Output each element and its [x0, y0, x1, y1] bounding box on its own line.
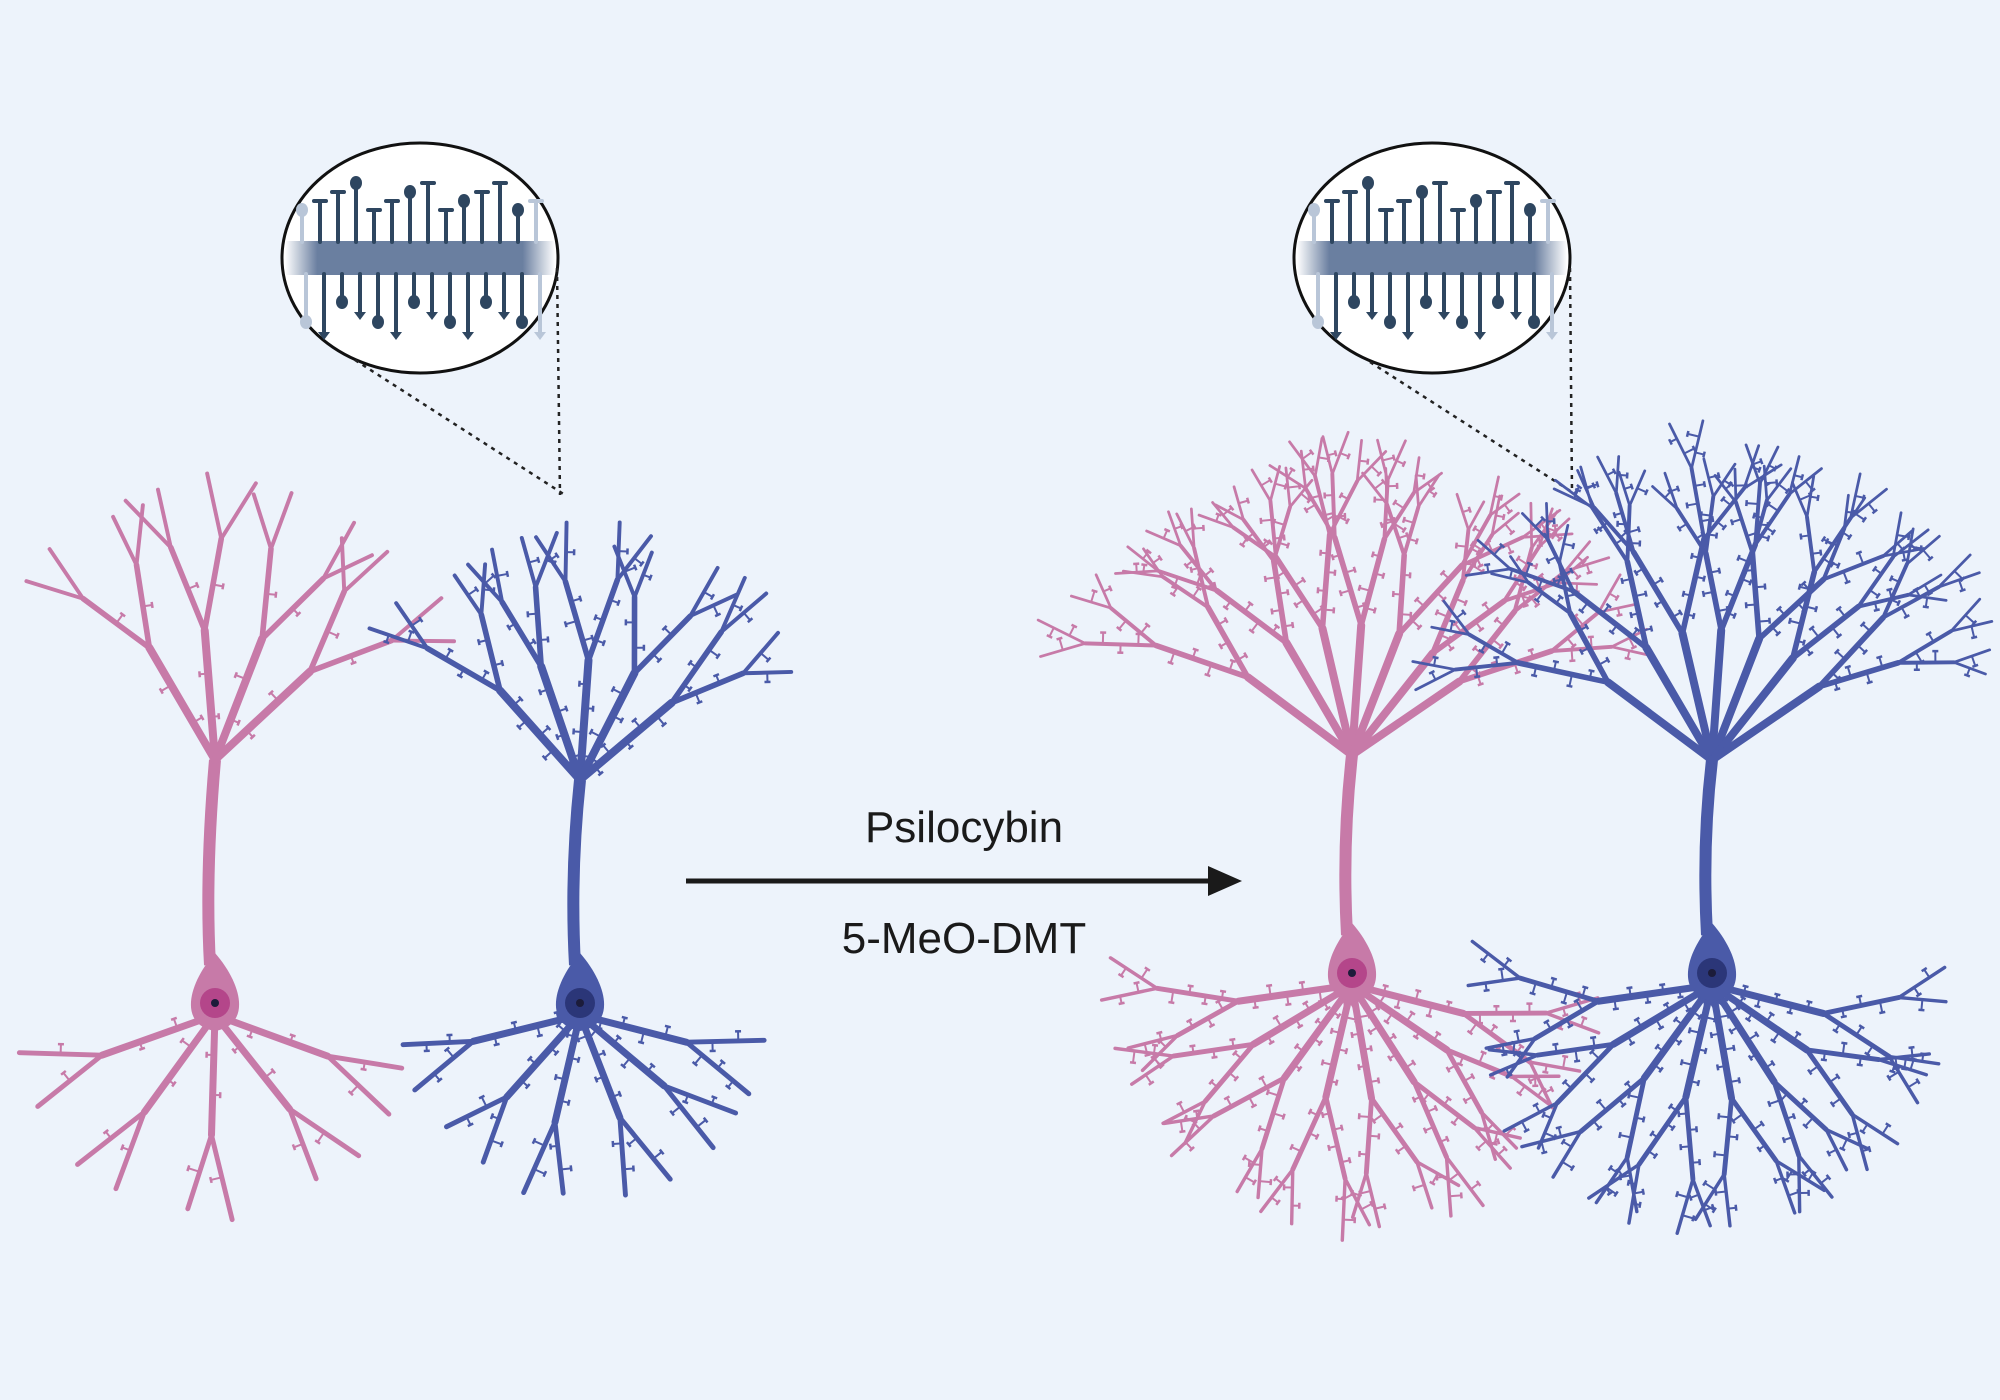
treatment-arrow [686, 866, 1242, 896]
pink-neuron-before [16, 471, 457, 1360]
spine-inset-left [280, 141, 566, 497]
dendrite-spines [1297, 176, 1567, 340]
spine-inset-right [1292, 141, 1574, 494]
dendrite-spines [285, 176, 555, 340]
treatment-label-psilocybin: Psilocybin [865, 803, 1063, 852]
pink-neuron-after [1036, 430, 1649, 1330]
zoom-line [1369, 360, 1573, 494]
zoom-line [354, 358, 566, 497]
zoom-line [1568, 267, 1574, 493]
blue-neuron-after [1411, 419, 1994, 1330]
treatment-label-5-meo-dmt: 5-MeO-DMT [842, 914, 1086, 963]
zoom-line [555, 267, 562, 496]
blue-neuron-before [367, 520, 794, 1360]
